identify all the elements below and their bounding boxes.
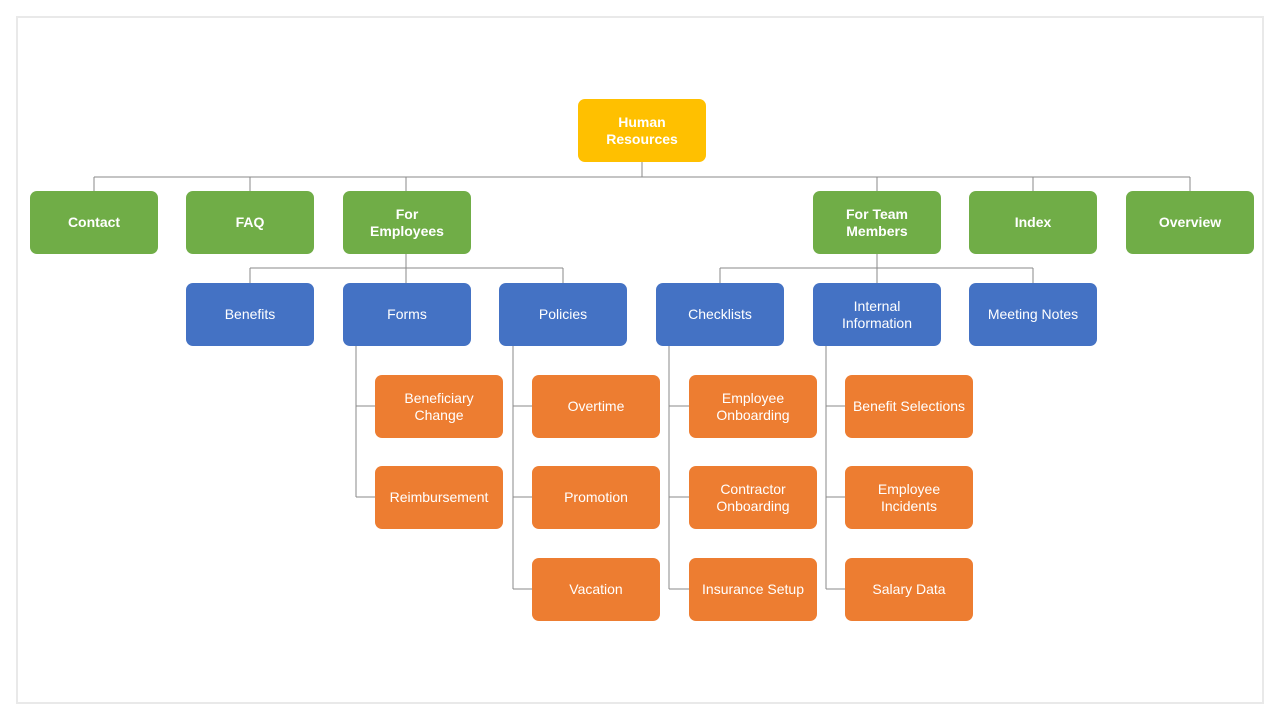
node-benefit-selections: Benefit Selections	[845, 375, 973, 438]
node-overtime: Overtime	[532, 375, 660, 438]
node-checklists: Checklists	[656, 283, 784, 346]
node-policies: Policies	[499, 283, 627, 346]
node-reimbursement: Reimbursement	[375, 466, 503, 529]
node-for-employees: For Employees	[343, 191, 471, 254]
node-human-resources: Human Resources	[578, 99, 706, 162]
node-meeting-notes: Meeting Notes	[969, 283, 1097, 346]
node-overview: Overview	[1126, 191, 1254, 254]
node-contact: Contact	[30, 191, 158, 254]
node-insurance-setup: Insurance Setup	[689, 558, 817, 621]
node-contractor-onboarding: Contractor Onboarding	[689, 466, 817, 529]
node-benefits: Benefits	[186, 283, 314, 346]
node-employee-onboarding: Employee Onboarding	[689, 375, 817, 438]
node-for-team-members: For Team Members	[813, 191, 941, 254]
node-internal-information: Internal Information	[813, 283, 941, 346]
node-forms: Forms	[343, 283, 471, 346]
node-salary-data: Salary Data	[845, 558, 973, 621]
node-vacation: Vacation	[532, 558, 660, 621]
node-faq: FAQ	[186, 191, 314, 254]
node-employee-incidents: Employee Incidents	[845, 466, 973, 529]
node-promotion: Promotion	[532, 466, 660, 529]
node-beneficiary-change: Beneficiary Change	[375, 375, 503, 438]
node-index: Index	[969, 191, 1097, 254]
